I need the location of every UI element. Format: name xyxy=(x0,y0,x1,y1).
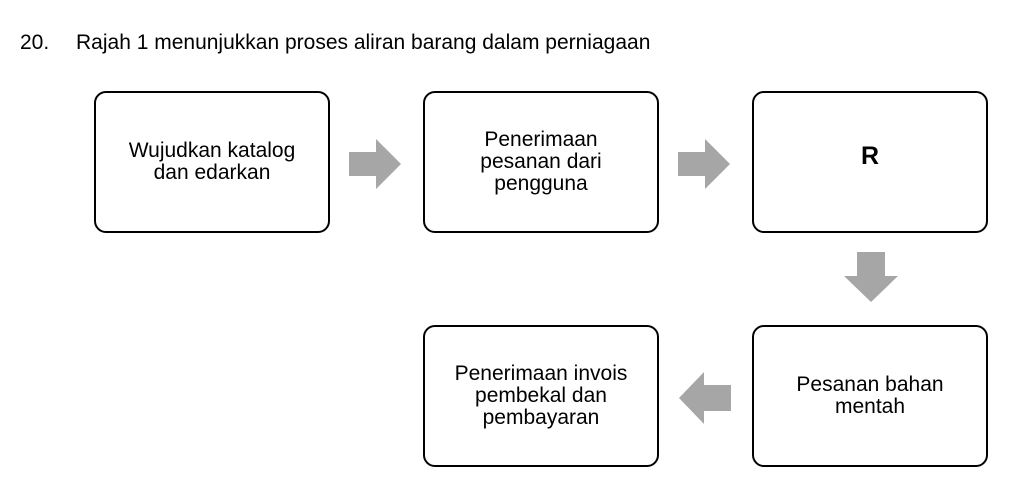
flow-box-label: Wujudkan katalog dan edarkan xyxy=(128,139,296,184)
question-number: 20. xyxy=(20,31,50,54)
question-text: Rajah 1 menunjukkan proses aliran barang… xyxy=(76,31,651,54)
flow-box-catalog: Wujudkan katalog dan edarkan xyxy=(94,91,330,233)
flow-box-order-receipt: Penerimaan pesanan dari pengguna xyxy=(423,91,659,233)
flow-box-label: R xyxy=(860,142,880,170)
arrow-right-1-icon xyxy=(349,139,401,189)
flow-box-raw-material-order: Pesanan bahan mentah xyxy=(752,325,988,467)
flow-box-label: Penerimaan invois pembekal dan pembayara… xyxy=(454,362,628,429)
arrow-down-icon xyxy=(844,252,898,302)
arrow-right-2-icon xyxy=(678,139,730,189)
flow-box-r: R xyxy=(752,91,988,233)
arrow-left-icon xyxy=(679,372,731,424)
flow-box-label: Penerimaan pesanan dari pengguna xyxy=(480,128,602,195)
flow-box-label: Pesanan bahan mentah xyxy=(796,373,944,418)
question-heading: 20. Rajah 1 menunjukkan proses aliran bar… xyxy=(20,30,650,56)
flow-box-invoice-payment: Penerimaan invois pembekal dan pembayara… xyxy=(423,325,659,467)
